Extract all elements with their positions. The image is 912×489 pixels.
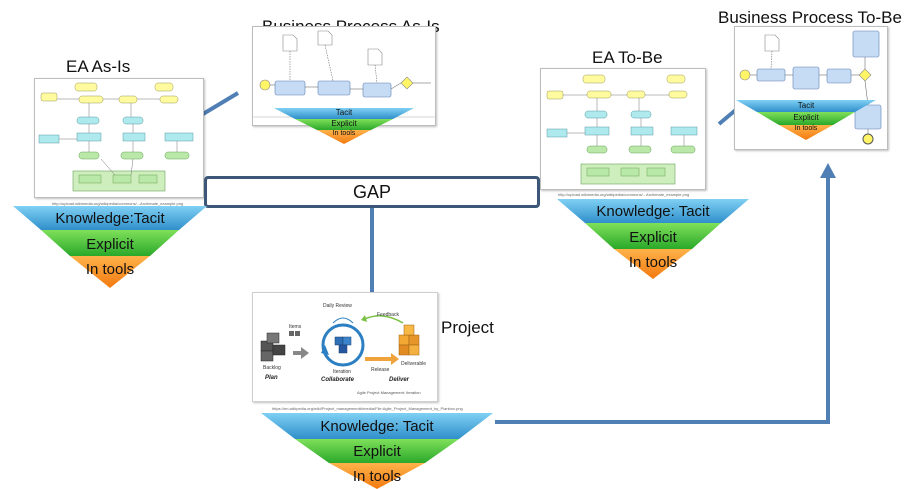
pyramid-bp-as-is-tacit: Tacit xyxy=(335,108,353,117)
agile-iteration-graphic xyxy=(260,315,420,367)
pyramid-bp-as-is: Tacit Explicit In tools xyxy=(274,108,414,144)
pyramid-bp-to-be-shape xyxy=(736,100,876,140)
pyramid-bp-as-is-explicit: Explicit xyxy=(331,119,357,128)
feedback-label: Feedback xyxy=(377,312,399,318)
pyramid-bp-to-be-explicit: Explicit xyxy=(793,113,819,122)
connector-project-to-be xyxy=(495,175,830,424)
pyramid-ea-as-is-tools: In tools xyxy=(85,261,135,278)
pyramid-ea-to-be-explicit: Explicit xyxy=(629,229,677,246)
gap-box: GAP xyxy=(204,176,540,208)
pyramid-project: Knowledge: Tacit Explicit In tools xyxy=(261,413,493,489)
collaborate-label: Collaborate xyxy=(321,377,355,383)
ea-as-is-url: http://upload.wikimedia.org/wikipedia/co… xyxy=(52,201,184,206)
daily-review-label: Daily Review xyxy=(323,303,352,309)
pyramid-bp-as-is-tools: In tools xyxy=(332,130,356,137)
pyramid-project-explicit: Explicit xyxy=(353,443,401,460)
bp-to-be-title: Business Process To-Be xyxy=(718,8,902,27)
release-label: Release xyxy=(371,367,390,373)
project-url: https://en.wikipedia.org/wiki/Project_ma… xyxy=(272,406,463,411)
ea-to-be-url: http://upload.wikimedia.org/wikipedia/co… xyxy=(558,192,690,197)
pyramid-ea-as-is: Knowledge:Tacit Explicit In tools xyxy=(13,206,207,288)
connector-ea-bp-as-is xyxy=(201,91,240,116)
archimate-as-is-graphic xyxy=(38,82,194,192)
pyramid-ea-as-is-tacit: Knowledge:Tacit xyxy=(55,210,165,227)
bpmn-to-be-graphic xyxy=(739,30,882,145)
project-caption: Agile Project Management: Iteration xyxy=(357,390,421,395)
project-title: Project xyxy=(441,318,494,337)
pyramid-bp-as-is-shape xyxy=(274,108,414,144)
iteration-label: Iteration xyxy=(333,369,352,375)
pyramid-ea-as-is-explicit: Explicit xyxy=(86,236,134,253)
pyramid-ea-to-be: Knowledge: Tacit Explicit In tools xyxy=(557,199,749,279)
pyramid-ea-as-is-shape xyxy=(13,206,207,288)
pyramid-bp-to-be-tacit: Tacit xyxy=(797,101,815,110)
arrowhead-up-icon xyxy=(820,163,836,178)
plan-label: Plan xyxy=(265,375,278,381)
backlog-label: Backlog xyxy=(263,365,281,371)
items-label: Items xyxy=(289,324,302,330)
pyramid-project-tools: In tools xyxy=(352,468,402,485)
pyramid-project-shape xyxy=(261,413,493,489)
deliver-label: Deliver xyxy=(389,377,410,383)
pyramid-ea-to-be-tacit: Knowledge: Tacit xyxy=(596,203,710,220)
ea-to-be-diagram xyxy=(540,68,706,190)
pyramid-bp-to-be-tools: In tools xyxy=(794,125,818,132)
ea-as-is-title: EA As-Is xyxy=(66,57,131,76)
ea-to-be-title: EA To-Be xyxy=(592,48,663,67)
pyramid-project-tacit: Knowledge: Tacit xyxy=(320,418,434,435)
pyramid-ea-to-be-tools: In tools xyxy=(628,254,678,271)
gap-label: GAP xyxy=(352,181,391,202)
bpmn-as-is-graphic xyxy=(253,30,435,118)
pyramid-bp-to-be: Tacit Explicit In tools xyxy=(736,100,876,140)
pyramid-ea-to-be-shape xyxy=(557,199,749,279)
ea-as-is-diagram xyxy=(34,78,204,198)
project-diagram: Daily Review Items Feedback Backlog Plan… xyxy=(252,292,438,402)
deliverable-label: Deliverable xyxy=(401,361,427,367)
archimate-to-be-graphic xyxy=(546,74,698,185)
